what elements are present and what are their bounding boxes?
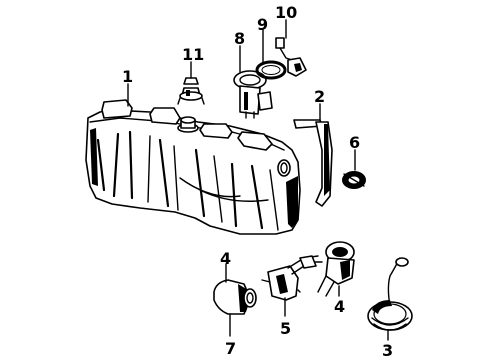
part-9-lock-ring [255,60,287,80]
callout-3: 3 [382,341,393,360]
callout-numbers: 1 2 3 4 4 5 6 7 8 9 10 11 [122,3,393,360]
callout-4-right: 4 [334,297,345,316]
callout-8: 8 [234,29,245,48]
callout-2: 2 [314,87,325,106]
callout-10: 10 [275,3,297,22]
part-2-heat-shield [293,119,333,207]
part-6-grommet [342,171,366,189]
part-11-vent-valve [177,77,205,105]
callout-7: 7 [225,339,236,358]
part-7-filler-housing [213,279,257,315]
part-8-fuel-pump [233,70,273,119]
callout-1: 1 [122,67,133,86]
fuel-tank [85,99,301,235]
callout-4-left: 4 [220,249,231,268]
part-4-filler-neck [317,241,355,297]
callout-11: 11 [182,45,204,64]
leader-lines [127,19,389,341]
callout-5: 5 [280,319,291,338]
part-10-sending-unit [275,37,307,77]
part-5-filler-hose [261,255,323,301]
callout-9: 9 [257,15,268,34]
callout-6: 6 [349,133,360,152]
part-3-fuel-cap [367,257,413,331]
